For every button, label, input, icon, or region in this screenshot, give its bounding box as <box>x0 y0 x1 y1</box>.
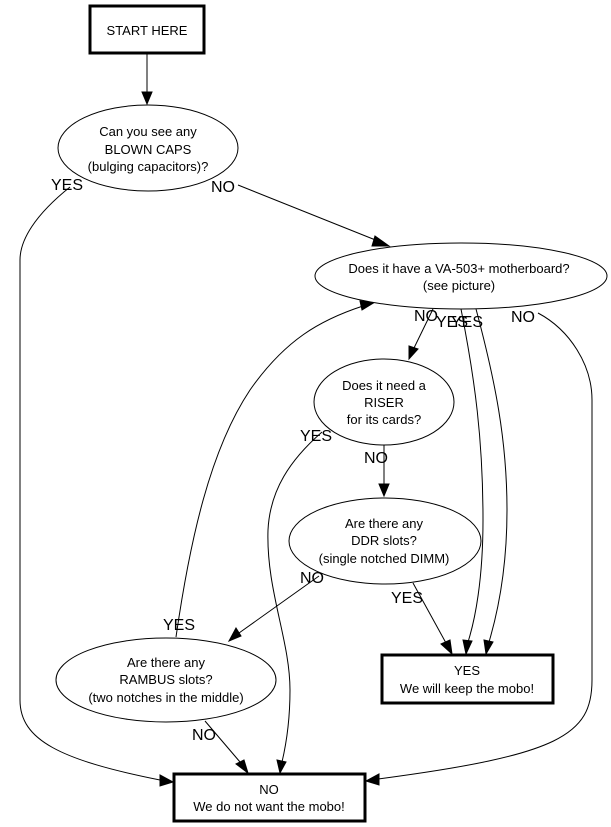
node-riser-line-2: RISER <box>364 395 404 410</box>
edge-label-blown-caps-yes: YES <box>51 177 83 194</box>
node-ddr-line-2: DDR slots? <box>351 533 417 548</box>
node-riser-line-3: for its cards? <box>347 412 421 427</box>
edge-blown-caps-no-to-va503: NO <box>211 179 391 247</box>
node-rambus-line-2: RAMBUS slots? <box>119 672 212 687</box>
node-keep-mobo: YES We will keep the mobo! <box>380 653 555 705</box>
node-va503-line-1: Does it have a VA-503+ motherboard? <box>348 261 569 276</box>
edge-label-ddr-no: NO <box>300 570 324 587</box>
node-keep-line-2: We will keep the mobo! <box>400 681 534 696</box>
edge-riser-yes-to-reject: YES <box>267 428 332 775</box>
node-start-here-text: START HERE <box>107 23 188 38</box>
node-rambus-question: Are there any RAMBUS slots? (two notches… <box>55 637 277 723</box>
edge-label-va503-yes-1: YES <box>436 314 468 331</box>
node-reject-line-1: NO <box>259 782 279 797</box>
node-reject-mobo: NO We do not want the mobo! <box>172 772 367 823</box>
node-blown-caps-question: Can you see any BLOWN CAPS (bulging capa… <box>57 104 239 192</box>
edge-label-va503-no-left: NO <box>414 308 438 325</box>
node-riser-line-1: Does it need a <box>342 378 427 393</box>
node-ddr-question: Are there any DDR slots? (single notched… <box>288 497 482 585</box>
edge-riser-no-to-ddr: NO <box>364 444 390 498</box>
edge-label-ddr-yes: YES <box>391 590 423 607</box>
edge-label-riser-yes: YES <box>300 428 332 445</box>
node-riser-question: Does it need a RISER for its cards? <box>313 358 455 446</box>
edge-ddr-yes-to-keep: YES <box>391 582 453 656</box>
edge-blown-caps-yes-to-reject: YES <box>19 177 175 787</box>
edge-label-riser-no: NO <box>364 450 388 467</box>
node-ddr-line-1: Are there any <box>345 516 424 531</box>
edge-va503-yes-to-keep-1: YES <box>436 308 484 656</box>
node-rambus-line-1: Are there any <box>127 655 206 670</box>
edge-va503-no-to-riser: NO <box>408 308 438 361</box>
node-reject-line-2: We do not want the mobo! <box>193 799 345 814</box>
node-ddr-line-3: (single notched DIMM) <box>319 551 450 566</box>
edge-start-to-blown-caps <box>141 53 153 106</box>
edge-rambus-no-to-reject: NO <box>192 720 249 775</box>
node-blown-caps-line-1: Can you see any <box>99 124 197 139</box>
edge-rambus-yes-to-va503: YES <box>163 300 377 638</box>
edge-ddr-no-to-rambus: NO <box>227 570 324 643</box>
edge-label-va503-no-right: NO <box>511 309 535 326</box>
node-blown-caps-line-3: (bulging capacitors)? <box>88 159 209 174</box>
edge-label-rambus-yes: YES <box>163 617 195 634</box>
edge-label-blown-caps-no: NO <box>211 179 235 196</box>
edge-va503-yes-to-keep-2: YES <box>451 308 508 656</box>
node-keep-line-1: YES <box>454 663 480 678</box>
node-va503-line-2: (see picture) <box>423 278 495 293</box>
node-blown-caps-line-2: BLOWN CAPS <box>105 142 192 157</box>
edge-label-va503-yes-2: YES <box>451 314 483 331</box>
edge-label-rambus-no: NO <box>192 727 216 744</box>
node-start-here: START HERE <box>88 4 206 55</box>
edge-va503-no-to-reject: NO <box>364 309 593 786</box>
node-rambus-line-3: (two notches in the middle) <box>88 690 243 705</box>
node-va503-question: Does it have a VA-503+ motherboard? (see… <box>314 242 608 310</box>
